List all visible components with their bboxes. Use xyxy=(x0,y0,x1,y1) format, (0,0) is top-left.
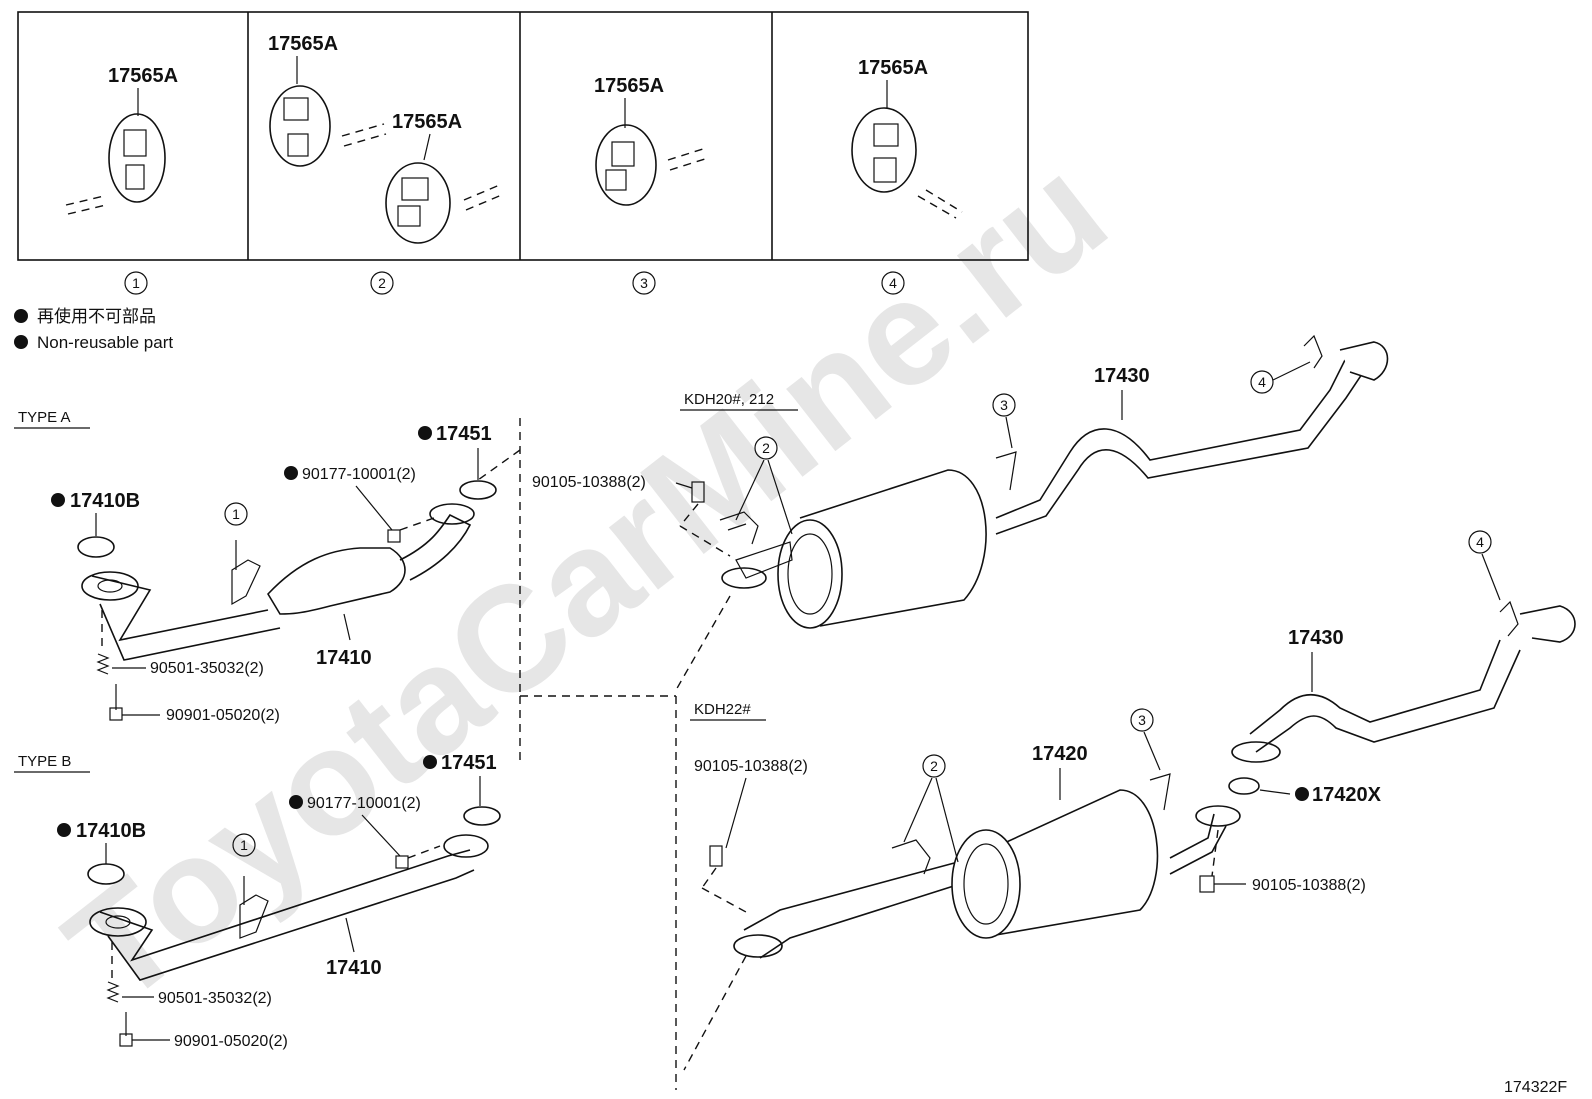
section-dividers xyxy=(519,418,677,1090)
bolt-icon xyxy=(691,481,705,503)
hanger-insets: 17565A 17565A 17565A 175 xyxy=(17,11,1029,261)
kdh20-section: KDH20#, 212 90105-10388(2) 2 3 17430 4 xyxy=(532,334,1389,691)
type-b-section: TYPE B 17451 90177-10001(2) 17410B 1 174… xyxy=(14,752,501,1050)
rubber-hanger-icon xyxy=(385,162,451,244)
kdh20-bolt-label: 90105-10388(2) xyxy=(532,474,646,491)
kdh20-callout-3: 3 xyxy=(1000,397,1008,413)
muffler-icon xyxy=(951,829,1021,939)
spring-icon xyxy=(96,653,110,675)
type-b-90501-label: 90501-35032(2) xyxy=(158,990,272,1007)
inset-number-3: 3 xyxy=(640,275,648,291)
kdh22-section: KDH22# 90105-10388(2) 2 17420 3 xyxy=(683,530,1576,1071)
inset-number-4: 4 xyxy=(889,275,897,291)
kdh22-17420x-label: 17420X xyxy=(1312,784,1382,806)
inset-1: 17565A xyxy=(65,65,178,215)
type-b-callout-1: 1 xyxy=(240,837,248,853)
inset-3-label: 17565A xyxy=(594,75,664,97)
nut-icon xyxy=(395,855,409,869)
gasket-icon xyxy=(87,863,125,885)
figure-id: 174322F xyxy=(1504,1079,1567,1096)
legend-en: Non-reusable part xyxy=(37,333,173,352)
gasket-icon xyxy=(459,480,497,500)
kdh22-callout-2: 2 xyxy=(930,758,938,774)
inset-number-1: 1 xyxy=(132,275,140,291)
kdh22-bolt-right-label: 90105-10388(2) xyxy=(1252,877,1366,894)
spring-icon xyxy=(106,981,120,1003)
type-b-header: TYPE B xyxy=(18,753,71,770)
bolt-icon xyxy=(1199,875,1215,893)
bolt-icon xyxy=(109,707,123,721)
kdh22-bolt-left-label: 90105-10388(2) xyxy=(694,758,808,775)
kdh20-callout-2: 2 xyxy=(762,440,770,456)
rubber-hanger-icon xyxy=(595,124,657,206)
type-b-17451-label: 17451 xyxy=(441,752,497,774)
kdh20-header: KDH20#, 212 xyxy=(684,391,774,408)
type-a-17410-label: 17410 xyxy=(316,647,372,669)
type-b-90901-label: 90901-05020(2) xyxy=(174,1033,288,1050)
gasket-icon xyxy=(1228,777,1260,795)
type-a-callout-1: 1 xyxy=(232,506,240,522)
kdh22-callout-4: 4 xyxy=(1476,534,1484,550)
inset-number-2: 2 xyxy=(378,275,386,291)
inset-2-label-b: 17565A xyxy=(392,111,462,133)
legend: 再使用不可部品 Non-reusable part xyxy=(14,306,173,352)
rubber-hanger-icon xyxy=(108,113,166,203)
nut-icon xyxy=(387,529,401,543)
type-a-17451-label: 17451 xyxy=(436,423,492,445)
kdh20-17430-label: 17430 xyxy=(1094,365,1150,387)
catalytic-converter-icon xyxy=(267,547,406,615)
type-a-header: TYPE A xyxy=(18,409,71,426)
tail-tip-icon xyxy=(1519,605,1576,643)
kdh22-callout-3: 3 xyxy=(1138,712,1146,728)
inset-4: 17565A xyxy=(851,57,963,219)
type-a-90177-label: 90177-10001(2) xyxy=(302,466,416,483)
gasket-icon xyxy=(463,806,501,826)
kdh22-17420-label: 17420 xyxy=(1032,743,1088,765)
rubber-hanger-icon xyxy=(269,85,331,167)
kdh22-17430-label: 17430 xyxy=(1288,627,1344,649)
tail-tip-icon xyxy=(1339,341,1389,381)
bolt-icon xyxy=(709,845,723,867)
type-b-17410b-label: 17410B xyxy=(76,820,146,842)
gasket-icon xyxy=(77,536,115,558)
inset-1-label: 17565A xyxy=(108,65,178,87)
type-a-17410b-label: 17410B xyxy=(70,490,140,512)
inset-2-label-a: 17565A xyxy=(268,33,338,55)
non-reusable-dot-icon xyxy=(14,309,28,323)
inset-4-label: 17565A xyxy=(858,57,928,79)
legend-jp: 再使用不可部品 xyxy=(37,306,156,326)
inset-numbers: 1 2 3 4 xyxy=(124,271,905,295)
kdh20-callout-4: 4 xyxy=(1258,374,1266,390)
rubber-hanger-icon xyxy=(851,107,917,193)
inset-3: 17565A xyxy=(594,75,709,206)
type-b-90177-label: 90177-10001(2) xyxy=(307,795,421,812)
type-b-17410-label: 17410 xyxy=(326,957,382,979)
kdh22-header: KDH22# xyxy=(694,701,751,718)
type-a-section: TYPE A 17451 90177-10001(2) 17410B 1 174… xyxy=(14,409,521,724)
type-a-90501-label: 90501-35032(2) xyxy=(150,660,264,677)
inset-2: 17565A 17565A xyxy=(268,33,505,244)
non-reusable-dot-icon xyxy=(14,335,28,349)
type-a-90901-label: 90901-05020(2) xyxy=(166,707,280,724)
